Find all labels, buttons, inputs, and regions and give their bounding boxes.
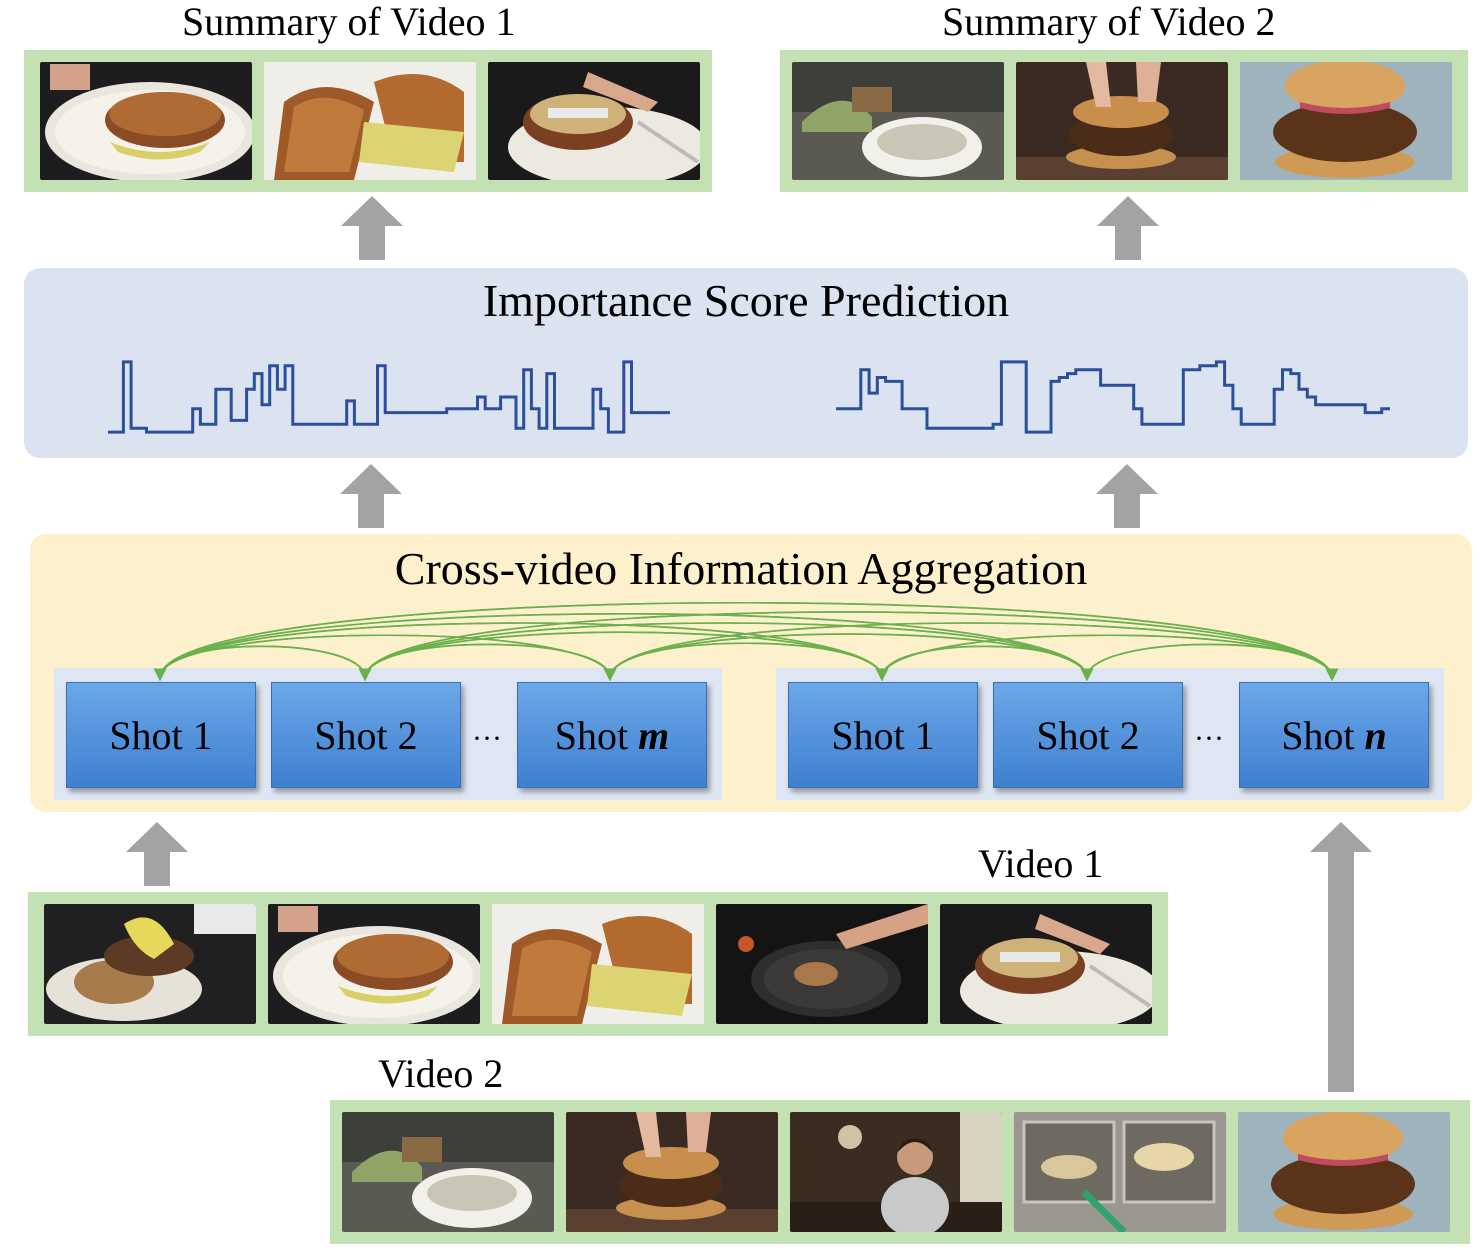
summary-video1-label: Summary of Video 1 [182,0,516,44]
attention-edge [603,622,1333,682]
frame-sandwich-on-plate [268,904,480,1024]
attention-edge [609,633,1094,682]
frame-burger-hands-closeup [566,1112,778,1232]
attention-edge [875,645,1088,682]
arrow-up-icon [126,822,188,886]
attention-edge [603,642,883,682]
arrow-up-icon [1097,196,1159,260]
arrow-up-icon [341,196,403,260]
frame-sandwich-cut-half [492,904,704,1024]
frame-sandwich-knife-spread [488,62,700,180]
frame-sandwich-knife-spread [940,904,1152,1024]
video2-shot-ellipsis: ··· [1194,722,1224,755]
frame-burger-closeup [1238,1112,1450,1232]
summary-video2-label: Summary of Video 2 [942,0,1276,44]
attention-edge [1080,643,1333,682]
video1-label: Video 1 [978,841,1104,886]
summary-video1-strip [24,50,712,192]
frame-sandwich-on-plate [40,62,252,180]
video2-strip [330,1100,1470,1244]
aggregation-title: Cross-video Information Aggregation [394,543,1088,594]
frame-sandwich-cut-half [264,62,476,180]
summary-video2-strip [780,50,1468,192]
frame-burger-closeup [1240,62,1452,180]
arrow-up-icon [1310,822,1372,1092]
attention-edge [364,643,617,682]
attention-edge [159,601,1339,682]
attention-edge [881,645,1094,682]
arrow-up-icon [340,464,402,528]
attention-edge [358,611,1333,682]
frame-deep-fryer-baskets [1014,1112,1226,1232]
frame-pan-frying [716,904,928,1024]
attention-edge [358,631,883,682]
aggregation-panel: Cross-video Information Aggregation Shot… [30,534,1472,812]
frame-burger-hands-closeup [1016,62,1228,180]
video1-shot-ellipsis: ··· [472,722,502,755]
attention-edge [358,622,1088,682]
importance-score-panel: Importance Score Prediction [24,268,1468,458]
importance-score-title: Importance Score Prediction [482,275,1010,326]
frame-sandwich-cheese-melt [44,904,256,1024]
frame-salad-and-bowl [342,1112,554,1232]
arrow-up-icon [1096,464,1158,528]
attention-edge [153,601,1333,682]
score-line-video1 [108,360,670,434]
attention-edge [153,612,1088,682]
frame-salad-and-bowl [792,62,1004,180]
attention-edge [609,642,889,682]
frame-man-in-restaurant [790,1112,1002,1232]
cross-video-edges [153,601,1339,682]
importance-score-plot [108,360,1390,434]
video1-strip [28,892,1168,1036]
score-line-video2 [836,360,1390,434]
attention-edge [603,633,1088,682]
attention-edge [364,631,889,682]
video2-label: Video 2 [378,1051,504,1096]
attention-edge [358,643,611,682]
